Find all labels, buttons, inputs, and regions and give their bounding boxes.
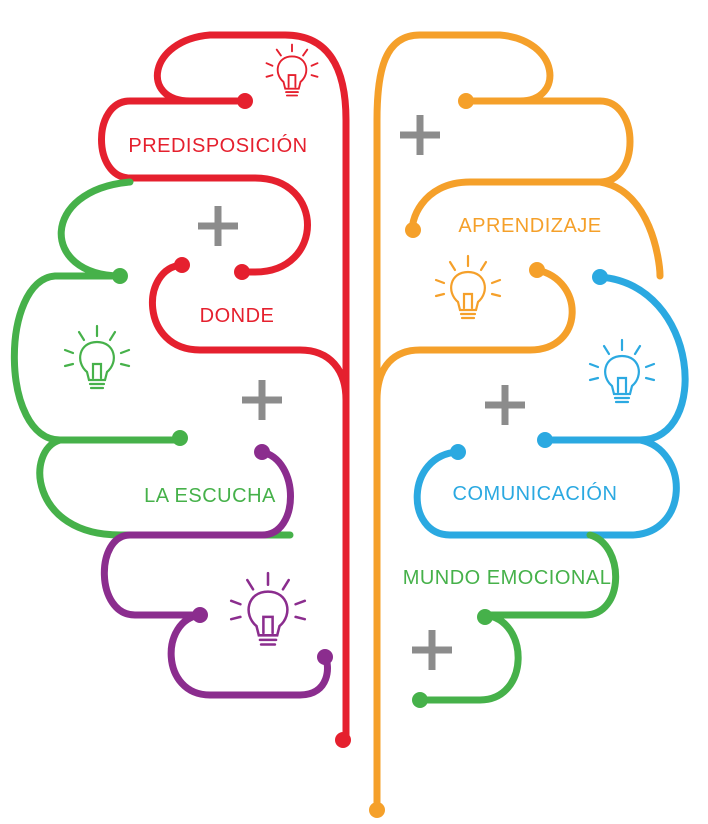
red-node	[234, 264, 250, 280]
green-path-escucha	[36, 436, 294, 539]
lightbulb-icon	[229, 571, 307, 646]
lightbulb-icon	[434, 254, 502, 320]
orange-path-aprendizaje	[409, 97, 634, 234]
red-path	[153, 31, 350, 744]
red-node	[237, 93, 253, 109]
plus-icon	[400, 115, 440, 155]
label-la-escucha: LA ESCUCHA	[144, 485, 276, 507]
plus-icon	[485, 385, 525, 425]
purple-node	[192, 607, 208, 623]
red-path-lower	[98, 97, 311, 276]
plus-icon	[242, 380, 282, 420]
purple-node	[254, 444, 270, 460]
orange-node	[369, 802, 385, 818]
label-donde: DONDE	[200, 305, 275, 327]
plus-icon	[412, 630, 452, 670]
green-node	[477, 609, 493, 625]
lightbulb-icon	[265, 43, 319, 97]
label-comunicacion: COMUNICACIÓN	[453, 482, 618, 505]
purple-path	[100, 448, 331, 699]
red-node	[174, 257, 190, 273]
label-predisposicion: PREDISPOSICIÓN	[128, 134, 307, 157]
green-path	[10, 178, 184, 444]
lightbulb-icon	[588, 338, 656, 404]
orange-node	[405, 222, 421, 238]
label-mundo-emocional: MUNDO EMOCIONAL	[403, 567, 612, 589]
red-path-donde	[149, 261, 350, 404]
green-node	[112, 268, 128, 284]
orange-path	[373, 31, 554, 814]
blue-node	[537, 432, 553, 448]
green-node	[412, 692, 428, 708]
orange-path-side	[596, 178, 664, 280]
lightbulb-icon	[63, 324, 131, 390]
red-node	[335, 732, 351, 748]
green-node	[172, 430, 188, 446]
green-path-right	[416, 531, 620, 704]
orange-path-loop	[373, 266, 576, 404]
purple-node	[317, 649, 333, 665]
blue-path	[541, 273, 689, 444]
blue-node	[592, 269, 608, 285]
blue-path-comunicacion	[413, 436, 680, 539]
plus-icon	[198, 206, 238, 246]
blue-node	[450, 444, 466, 460]
orange-node	[529, 262, 545, 278]
orange-node	[458, 93, 474, 109]
label-aprendizaje: APRENDIZAJE	[458, 215, 601, 237]
